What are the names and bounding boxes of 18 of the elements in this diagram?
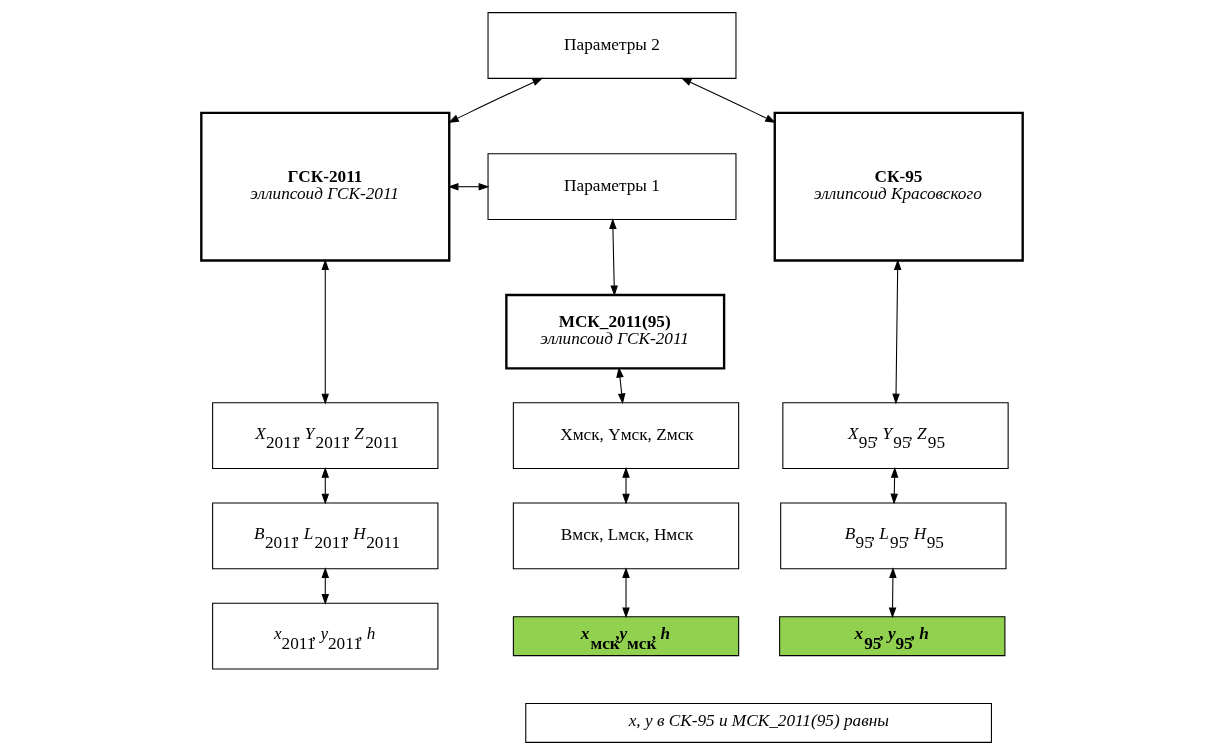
arrow xyxy=(680,77,776,123)
arrow xyxy=(447,182,489,191)
arrow xyxy=(621,467,630,505)
arrow xyxy=(321,259,329,405)
node-box: Bмск, Lмск, Hмск xyxy=(512,502,739,570)
node-box: Параметры 2 xyxy=(487,12,736,79)
arrow xyxy=(615,366,625,405)
node-box: Параметры 1 xyxy=(487,153,736,221)
node-box: x, y в СК-95 и МСК_2011(95) равны xyxy=(524,703,992,743)
arrow xyxy=(447,77,543,123)
node-box: СК-95 эллипсоид Красовского xyxy=(773,111,1024,262)
arrow xyxy=(621,567,630,619)
node-box: Xмск, Yмск, Zмск xyxy=(512,402,739,470)
arrow xyxy=(891,259,901,405)
node-box: МСК_2011(95) эллипсоид ГСК-2011 xyxy=(504,293,725,370)
arrow xyxy=(888,567,897,619)
arrow xyxy=(608,218,618,297)
node-box: ГСК-2011 эллипсоид ГСК-2011 xyxy=(199,111,450,262)
